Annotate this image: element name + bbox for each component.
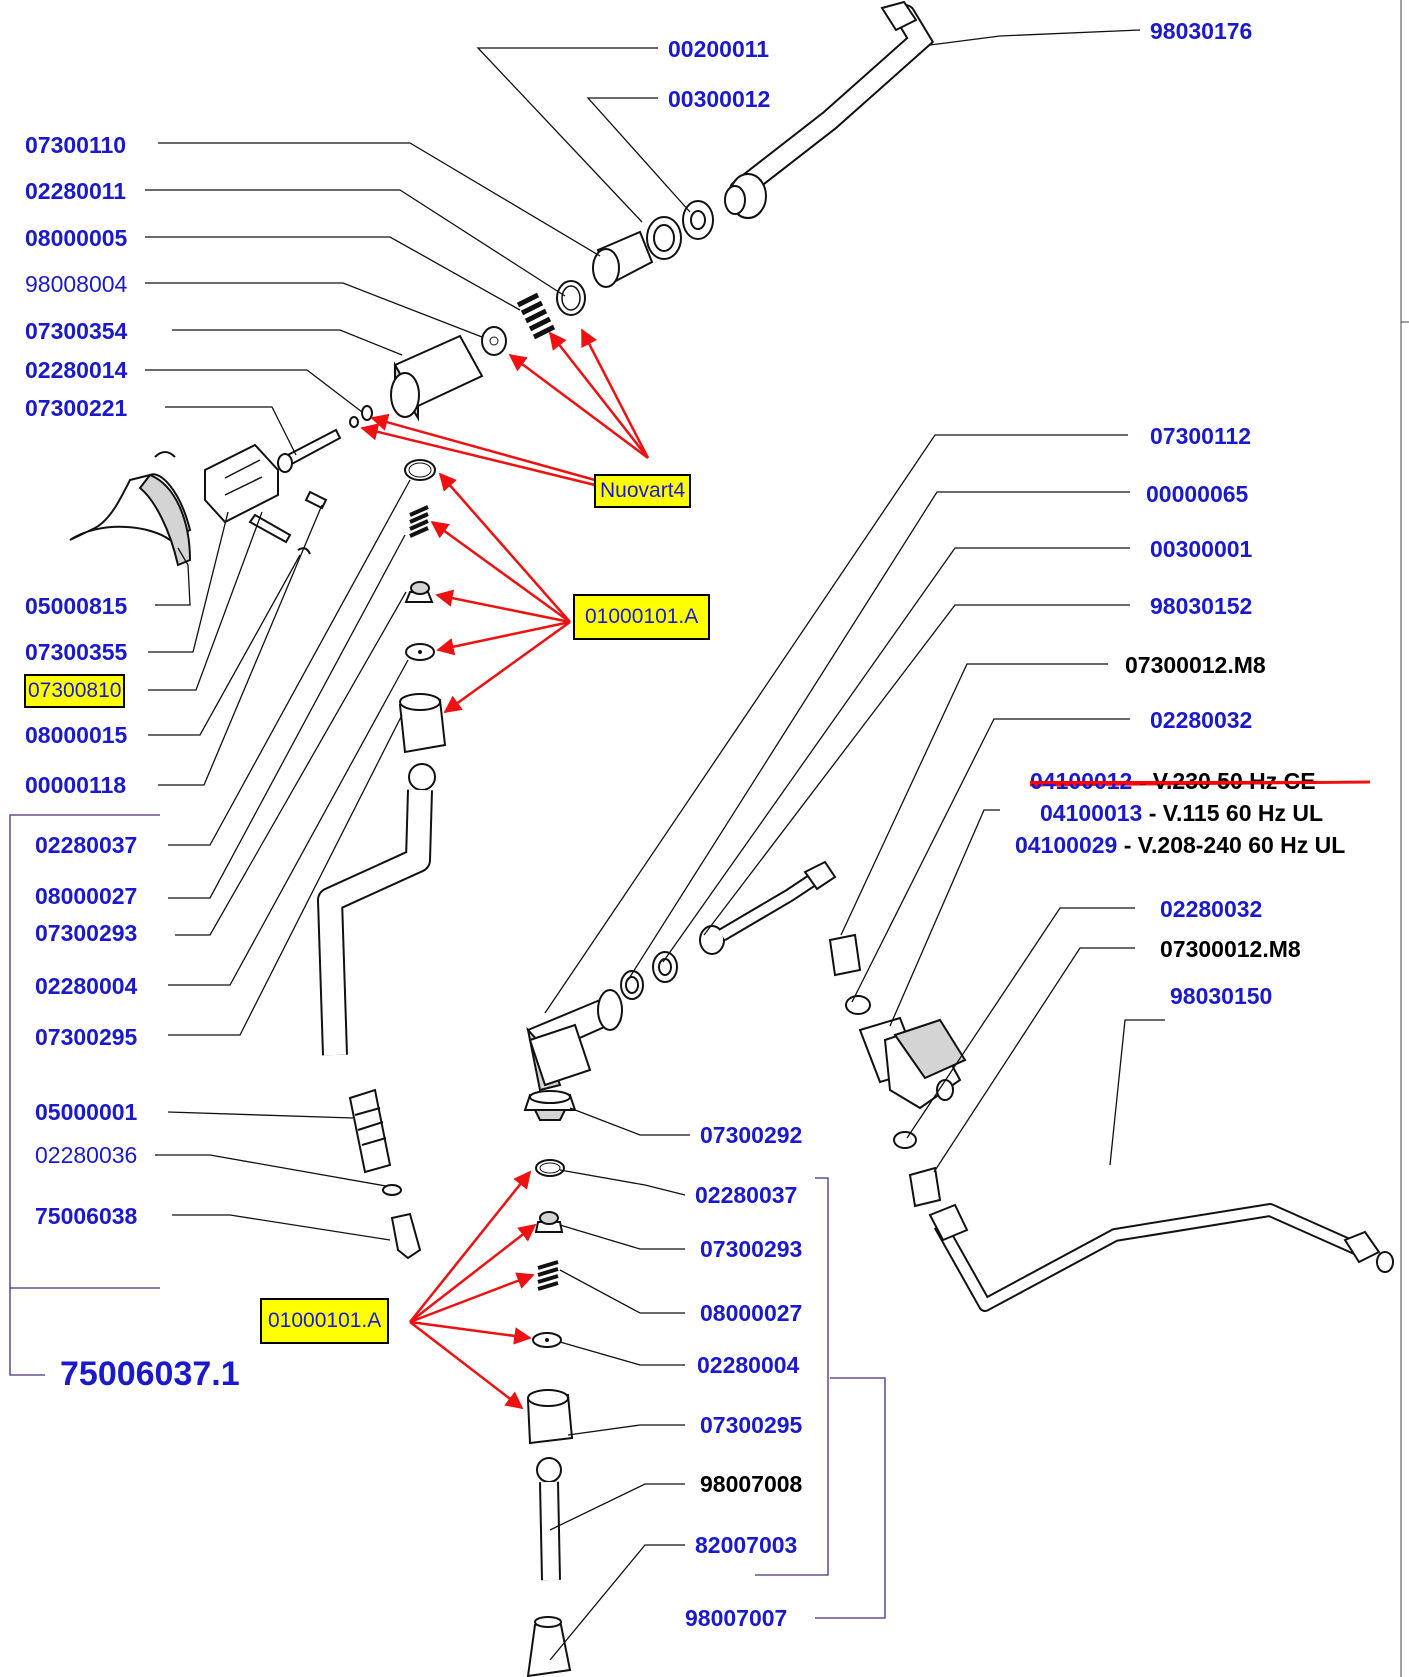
voltage-line-115: 04100013 - V.115 60 Hz UL xyxy=(1040,800,1323,826)
part-label-05000815: 05000815 xyxy=(25,593,128,619)
part-label-02280032: 02280032 xyxy=(1150,707,1253,733)
part-label-07300295-b: 07300295 xyxy=(700,1412,803,1438)
upper-valve-assembly xyxy=(69,0,935,567)
part-label-98030150: 98030150 xyxy=(1170,983,1273,1009)
part-label-02280037-b: 02280037 xyxy=(695,1182,798,1208)
left-column-parts xyxy=(317,459,447,1260)
part-label-07300293: 07300293 xyxy=(35,920,138,946)
callout-kit-bottom: 01000101.A xyxy=(260,1298,390,1344)
part-label-07300221: 07300221 xyxy=(25,395,128,421)
part-label-07300354: 07300354 xyxy=(25,318,128,344)
part-label-00200011: 00200011 xyxy=(668,36,770,62)
part-label-98008004: 98008004 xyxy=(25,271,128,297)
voltage-text-208: - V.208-240 60 Hz UL xyxy=(1117,832,1346,858)
part-label-08000005: 08000005 xyxy=(25,225,128,251)
part-label-00000065: 00000065 xyxy=(1146,481,1249,507)
part-label-98030176: 98030176 xyxy=(1150,18,1253,44)
part-label-07300012-m8-b: 07300012.M8 xyxy=(1160,936,1301,962)
part-label-07300355: 07300355 xyxy=(25,639,128,665)
part-label-00000118: 00000118 xyxy=(25,772,127,798)
part-label-98007007: 98007007 xyxy=(685,1605,788,1631)
part-label-82007003: 82007003 xyxy=(695,1532,798,1558)
part-label-98007008: 98007008 xyxy=(700,1471,803,1497)
part-label-98030152: 98030152 xyxy=(1150,593,1253,619)
part-label-07300110: 07300110 xyxy=(25,132,127,158)
part-label-08000015: 08000015 xyxy=(25,722,128,748)
assembly-brackets xyxy=(9,814,886,1619)
leader-lines xyxy=(145,29,1165,1661)
part-label-75006038: 75006038 xyxy=(35,1203,138,1229)
part-label-07300295: 07300295 xyxy=(35,1024,138,1050)
part-label-00300001: 00300001 xyxy=(1150,536,1253,562)
part-label-00300012: 00300012 xyxy=(668,86,771,112)
part-label-02280014: 02280014 xyxy=(25,357,128,383)
boxed-part-07300810: 07300810 xyxy=(24,674,126,708)
callout-kit-top: 01000101.A xyxy=(573,594,711,640)
part-label-08000027: 08000027 xyxy=(35,883,138,909)
part-label-02280032-b: 02280032 xyxy=(1160,896,1263,922)
part-label-02280004: 02280004 xyxy=(35,973,138,999)
part-label-07300292: 07300292 xyxy=(700,1122,803,1148)
part-label-05000001: 05000001 xyxy=(35,1099,138,1125)
voltage-line-208: 04100029 - V.208-240 60 Hz UL xyxy=(1015,832,1345,858)
callout-nuovart4: Nuovart4 xyxy=(594,474,692,508)
voltage-text-115: - V.115 60 Hz UL xyxy=(1142,800,1324,826)
part-label-02280036: 02280036 xyxy=(35,1142,138,1168)
voltage-code-04100013: 04100013 xyxy=(1040,800,1143,826)
callout-arrows xyxy=(360,328,650,1410)
obsolete-strike-line xyxy=(1029,780,1371,787)
voltage-text-230: - V.230 50 Hz CE xyxy=(1132,768,1316,794)
part-label-07300012-m8: 07300012.M8 xyxy=(1125,652,1266,678)
lower-column-parts xyxy=(523,860,1394,1677)
part-label-02280037: 02280037 xyxy=(35,832,138,858)
assembly-label-75006037: 75006037.1 xyxy=(60,1355,240,1393)
part-label-02280011: 02280011 xyxy=(25,178,127,204)
voltage-line-obsolete: 04100012 - V.230 50 Hz CE xyxy=(1030,768,1316,794)
part-label-02280004-b: 02280004 xyxy=(697,1352,800,1378)
voltage-code-04100012: 04100012 xyxy=(1030,768,1133,794)
voltage-code-04100029: 04100029 xyxy=(1015,832,1118,858)
part-label-07300293-b: 07300293 xyxy=(700,1236,803,1262)
part-label-07300112: 07300112 xyxy=(1150,423,1252,449)
part-label-08000027-b: 08000027 xyxy=(700,1300,803,1326)
